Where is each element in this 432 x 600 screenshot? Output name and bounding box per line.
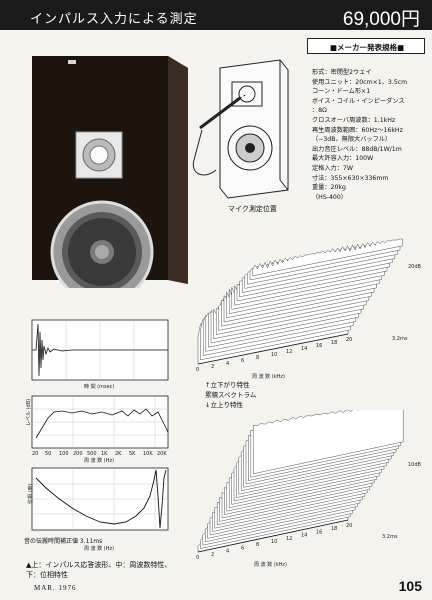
spec-item: 最大許容入力：100W — [312, 155, 374, 163]
caption-line: 累積スペクトラム — [205, 391, 257, 399]
waterfall-y-label: 3.2ms — [392, 336, 408, 342]
waterfall-slice — [253, 410, 404, 475]
freq-tick: 20 — [32, 451, 38, 457]
spec-heading-box: ■メーカー発表規格■ — [307, 38, 425, 54]
waterfall-x-tick: 10 — [271, 539, 277, 545]
freq-tick: 100 — [59, 451, 69, 457]
cumulative-spectrum-caption: ↑立下がり特性 累積スペクトラム ↓立上り特性 — [205, 380, 256, 410]
spec-item: 形式：密閉型2ウェイ — [312, 69, 372, 76]
freq-tick: 2K — [115, 451, 122, 457]
spec-item: コーン・ドーム形×1 — [312, 88, 371, 96]
spec-heading: ■メーカー発表規格■ — [329, 43, 405, 52]
waterfall-x-axis — [197, 519, 349, 553]
waterfall-x-label: 周 波 数 (kHz) — [254, 561, 287, 568]
propagation-time-note: 音の伝搬時間補正値 3.11ms — [24, 538, 103, 545]
impulse-x-label: 時 間 (msec) — [84, 384, 114, 390]
waterfall-x-tick: 12 — [286, 349, 292, 355]
waterfall-x-tick: 20 — [346, 337, 352, 343]
freq-y-label: レベル (dB) — [26, 399, 32, 426]
waterfall-y-label: 3.2ms — [382, 534, 398, 540]
spec-item: 使用ユニット：20cm×1、3.5cm — [312, 78, 408, 86]
spec-item: ボイス・コイル・インピーダンス — [312, 97, 405, 105]
header-bar: インパルス入力による測定 69,000円 — [0, 0, 432, 30]
waterfall-x-tick: 20 — [346, 523, 352, 529]
caption-line: 下：位相特性 — [26, 571, 68, 579]
waterfall-z-label: 10dB — [408, 462, 422, 468]
phase-response-graph: 位相 (度) 周 波 数 (Hz) — [27, 467, 169, 552]
waterfall-x-label: 周 波 数 (kHz) — [252, 373, 285, 380]
mic-position-diagram — [192, 59, 289, 199]
impulse-response-graph: 時 間 (msec) — [31, 319, 169, 390]
spec-item: 寸法：355×630×336mm — [312, 174, 389, 182]
freq-tick: 20K — [157, 451, 167, 457]
waterfall-x-tick: 8 — [256, 542, 259, 548]
waterfall-x-tick: 8 — [256, 355, 259, 361]
waterfall-x-tick: 18 — [331, 526, 337, 532]
phase-y-label: 位相 (度) — [27, 483, 34, 504]
freq-tick: 200 — [73, 451, 83, 457]
waterfall-decay-surface: 0 2 4 6 8 10 12 14 16 18 20 — [196, 238, 403, 373]
waterfall-x-tick: 14 — [301, 533, 307, 539]
spec-item: ：8Ω — [312, 107, 327, 115]
caption-line: ↓立上り特性 — [205, 401, 243, 409]
frequency-response-graph: レベル (dB) 20 50 100 200 500 1K 2K 5K 10K … — [26, 395, 169, 464]
freq-tick: 50 — [45, 451, 51, 457]
spec-item: クロスオーバ周波数：1.1kHz — [312, 116, 396, 124]
freq-ticks: 20 50 100 200 500 1K 2K 5K 10K 20K — [32, 451, 167, 457]
price-label: 69,000円 — [342, 9, 420, 30]
waterfall-x-tick: 6 — [241, 358, 244, 364]
spec-item: （−3dB、無限大バッフル） — [312, 136, 392, 144]
waterfall-z-label: 20dB — [408, 264, 422, 270]
waterfall-x-tick: 16 — [316, 529, 322, 535]
spec-item: 再生周波数範囲：60Hz～16kHz — [312, 126, 403, 134]
waterfall-x-tick: 14 — [301, 346, 307, 352]
waterfall-x-tick: 2 — [211, 552, 214, 558]
waterfall-x-tick: 2 — [211, 364, 214, 370]
freq-x-label: 周 波 数 (Hz) — [84, 457, 114, 464]
waterfall-x-tick: 0 — [196, 555, 199, 561]
freq-tick: 10K — [143, 451, 153, 457]
waterfall-x-tick: 4 — [226, 549, 229, 555]
waterfall-x-tick: 18 — [331, 340, 337, 346]
waterfall-slice — [252, 238, 403, 277]
graph-caption: ▲上：インパルス応答波形、中：周波数特性、 下：位相特性 — [26, 560, 171, 580]
waterfall-x-tick: 6 — [241, 545, 244, 551]
freq-tick: 1K — [101, 451, 108, 457]
page-number: 105 — [398, 578, 422, 594]
waterfall-x-tick: 12 — [286, 536, 292, 542]
caption-line: ▲上：インパルス応答波形、中：周波数特性、 — [26, 561, 172, 569]
waterfall-rise-plot: 0 2 4 6 8 10 12 14 16 18 20 10dB 3.2ms 周 波 数 (kHz) — [196, 410, 422, 568]
waterfall-x-tick: 4 — [226, 361, 229, 367]
waterfall-x-tick: 0 — [196, 367, 199, 373]
spec-item: 定格入力：7W — [312, 164, 353, 172]
issue-date: MAR. 1976 — [34, 584, 77, 592]
mic-position-caption: マイク測定位置 — [228, 205, 277, 213]
freq-tick: 500 — [87, 451, 97, 457]
article-title: インパルス入力による測定 — [30, 12, 198, 27]
speaker-photo — [32, 56, 188, 288]
phase-x-label: 周 波 数 (Hz) — [84, 545, 114, 552]
freq-tick: 5K — [129, 451, 136, 457]
spec-item: （HS-400） — [312, 193, 347, 201]
spec-item: 重量：20kg — [312, 184, 346, 192]
waterfall-x-tick: 10 — [271, 352, 277, 358]
waterfall-decay-plot: 0 2 4 6 8 10 12 14 16 18 20 20dB 3.2ms 周 波 数 (kHz) — [196, 238, 422, 380]
waterfall-rise-surface: 0 2 4 6 8 10 12 14 16 18 20 — [196, 410, 404, 561]
caption-line: ↑立下がり特性 — [205, 381, 250, 389]
waterfall-x-tick: 16 — [316, 343, 322, 349]
spec-list: 形式：密閉型2ウェイ 使用ユニット：20cm×1、3.5cm コーン・ドーム形×… — [312, 68, 428, 202]
waterfall-x-axis — [197, 333, 349, 365]
spec-item: 出力音圧レベル：88dB/1W/1m — [312, 145, 402, 153]
